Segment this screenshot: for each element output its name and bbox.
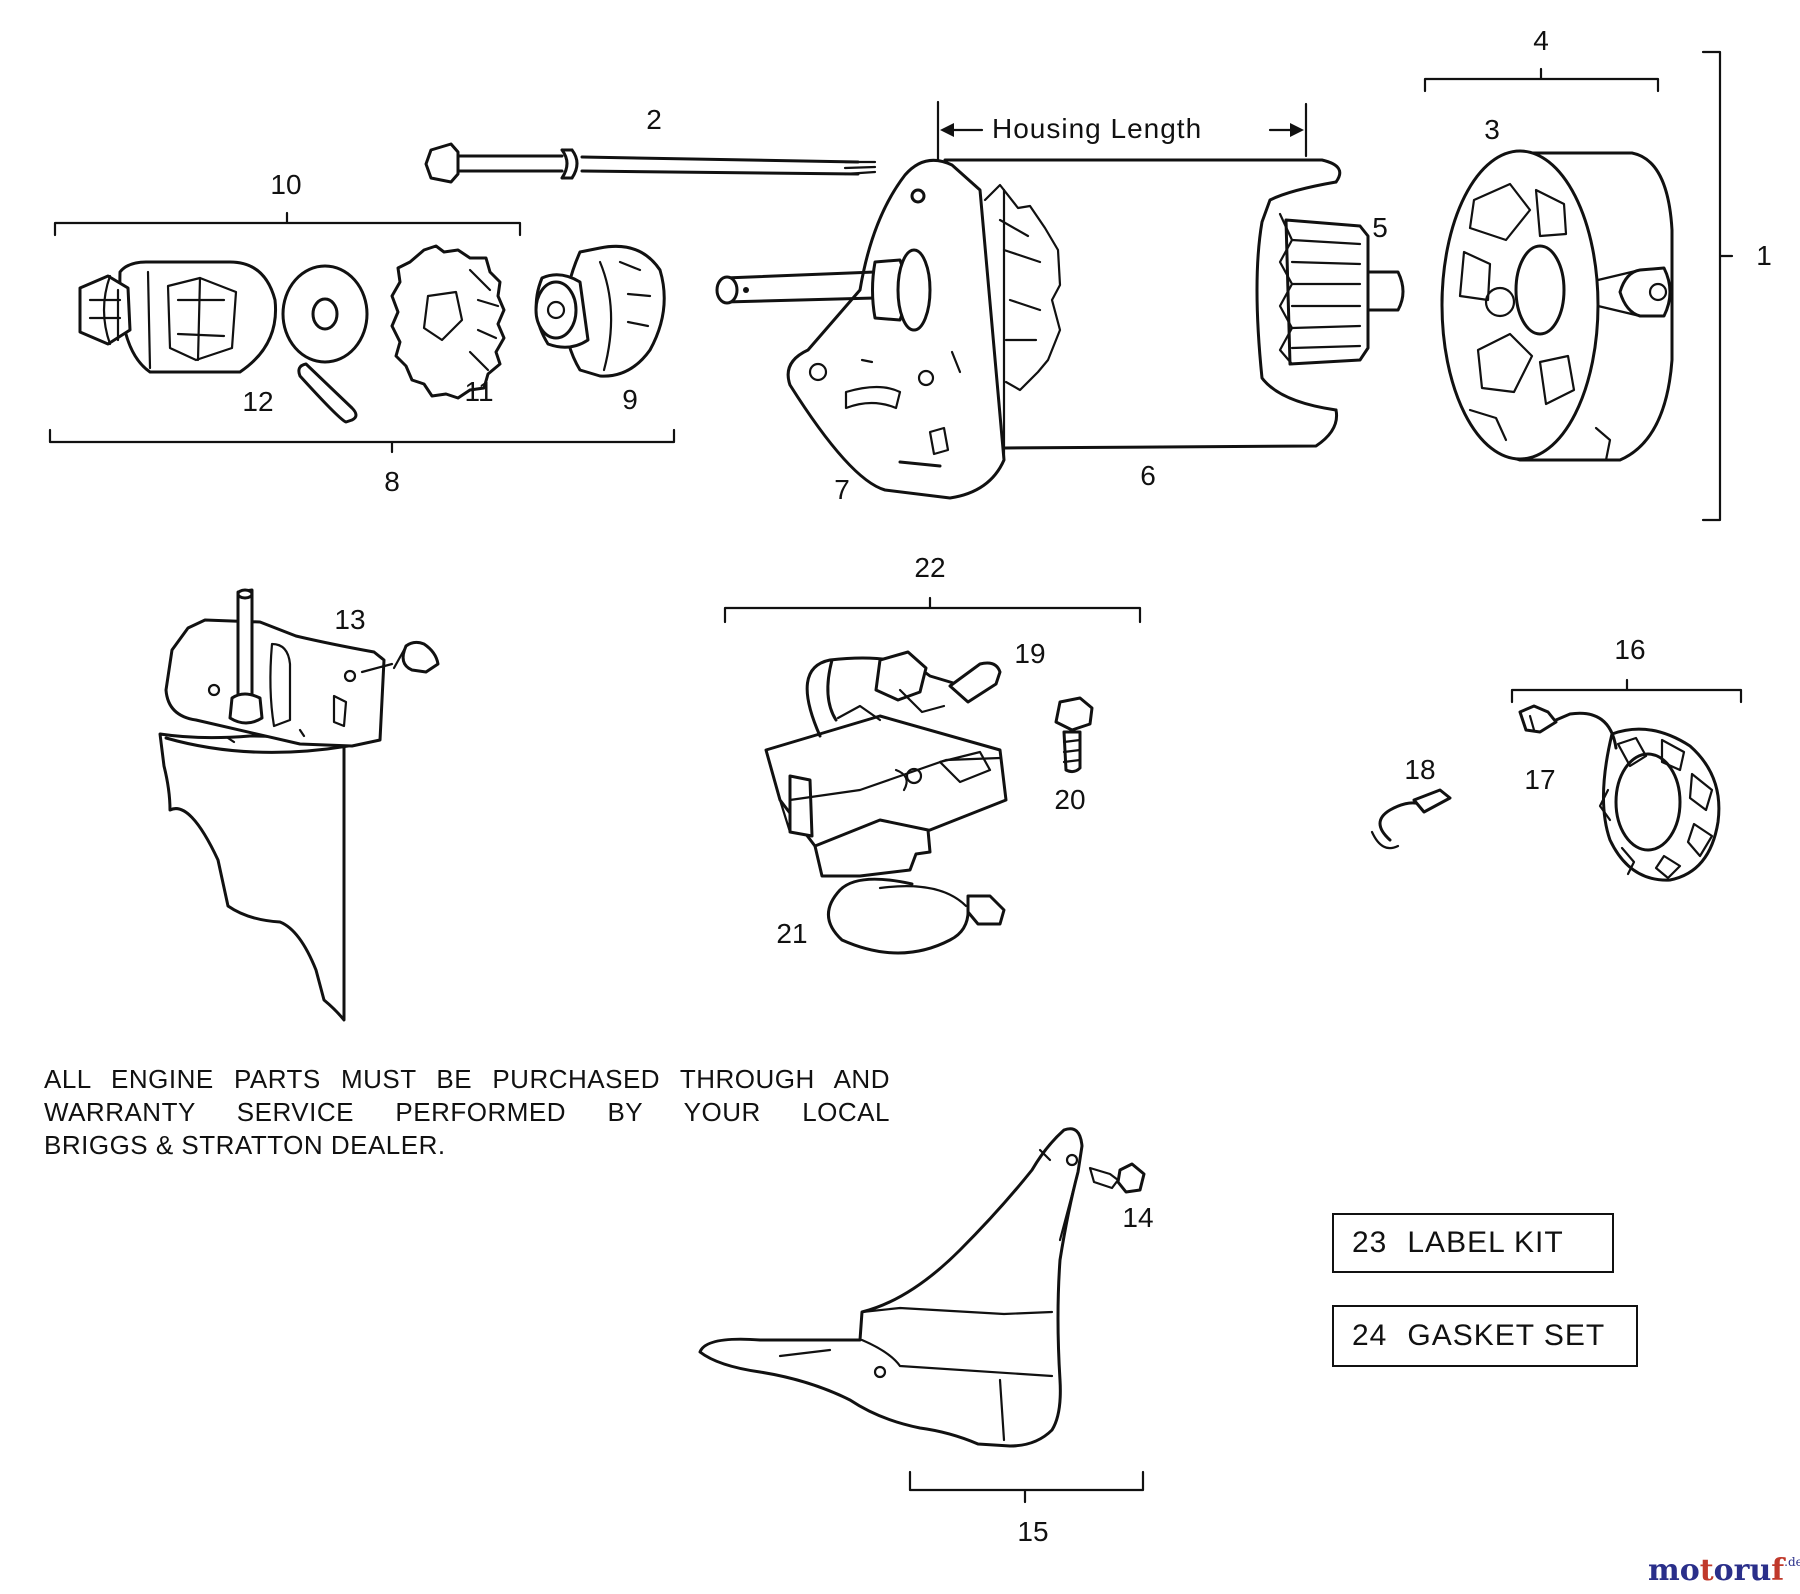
drive-end-cap-drawing bbox=[715, 158, 1062, 500]
watermark-logo: motoruf.de bbox=[1648, 1556, 1800, 1586]
rectifier-assembly-drawing bbox=[764, 650, 1008, 878]
dealer-notice-line-1: ALL ENGINE PARTS MUST BE PURCHASED THROU… bbox=[44, 1064, 890, 1094]
dealer-notice-line-3: BRIGGS & STRATTON DEALER. bbox=[44, 1130, 446, 1160]
label-kit-box: 23 LABEL KIT bbox=[1332, 1213, 1614, 1273]
callout-7: 7 bbox=[834, 474, 850, 505]
callout-3: 3 bbox=[1484, 114, 1500, 145]
gasket-set-label: GASKET SET bbox=[1407, 1319, 1606, 1352]
bolt-20-drawing bbox=[1054, 696, 1094, 774]
bracket-1 bbox=[1701, 50, 1734, 522]
clutch-drawing bbox=[534, 244, 666, 378]
wire-clip-drawing bbox=[1370, 788, 1452, 850]
callout-4: 4 bbox=[1533, 25, 1549, 56]
bracket-22 bbox=[723, 596, 1142, 624]
callout-13: 13 bbox=[334, 604, 366, 635]
gasket-set-box: 24 GASKET SET bbox=[1332, 1305, 1638, 1367]
callout-19: 19 bbox=[1014, 638, 1046, 669]
watermark-text: motoruf bbox=[1648, 1553, 1785, 1588]
callout-22: 22 bbox=[914, 552, 946, 583]
drive-pinion-drawing bbox=[78, 260, 278, 374]
armature-drawing bbox=[1255, 180, 1405, 412]
housing-length-dimension bbox=[936, 100, 1308, 162]
pin-drawing bbox=[297, 362, 358, 424]
callout-8: 8 bbox=[384, 466, 400, 497]
callout-20: 20 bbox=[1054, 784, 1086, 815]
bracket-15 bbox=[908, 1470, 1145, 1504]
blower-housing-drawing bbox=[698, 1127, 1146, 1448]
label-kit-label: LABEL KIT bbox=[1407, 1226, 1564, 1259]
callout-9: 9 bbox=[622, 384, 638, 415]
bracket-10 bbox=[53, 211, 522, 237]
washer-drawing bbox=[281, 264, 369, 364]
dealer-notice-line-2: WARRANTY SERVICE PERFORMED BY YOUR LOCAL bbox=[44, 1097, 890, 1127]
callout-18: 18 bbox=[1404, 754, 1436, 785]
gasket-set-number: 24 bbox=[1352, 1319, 1388, 1352]
callout-10: 10 bbox=[270, 169, 302, 200]
watermark-suffix: .de bbox=[1784, 1555, 1800, 1569]
callout-6: 6 bbox=[1140, 460, 1156, 491]
callout-5: 5 bbox=[1372, 212, 1388, 243]
bracket-8 bbox=[48, 428, 676, 454]
bracket-16 bbox=[1510, 678, 1743, 704]
alternator-stator-drawing bbox=[1518, 704, 1721, 882]
callout-2: 2 bbox=[646, 104, 662, 135]
callout-12: 12 bbox=[242, 386, 274, 417]
callout-14: 14 bbox=[1122, 1202, 1154, 1233]
callout-16: 16 bbox=[1614, 634, 1646, 665]
callout-21: 21 bbox=[776, 918, 808, 949]
dealer-notice: ALL ENGINE PARTS MUST BE PURCHASED THROU… bbox=[44, 1063, 890, 1162]
commutator-end-cap-drawing bbox=[1440, 149, 1674, 462]
callout-1: 1 bbox=[1756, 240, 1772, 271]
motor-housing-outline bbox=[943, 158, 1342, 450]
gear-drawing bbox=[390, 244, 506, 400]
through-bolt-drawing bbox=[424, 142, 877, 184]
housing-length-label: Housing Length bbox=[992, 113, 1203, 144]
label-kit-number: 23 bbox=[1352, 1226, 1388, 1259]
callout-17: 17 bbox=[1524, 764, 1556, 795]
callout-15: 15 bbox=[1017, 1516, 1049, 1547]
bracket-4 bbox=[1423, 67, 1660, 93]
ground-wire-drawing bbox=[827, 877, 1006, 955]
starter-motor-drawing bbox=[158, 588, 440, 1022]
callout-11: 11 bbox=[464, 376, 494, 407]
